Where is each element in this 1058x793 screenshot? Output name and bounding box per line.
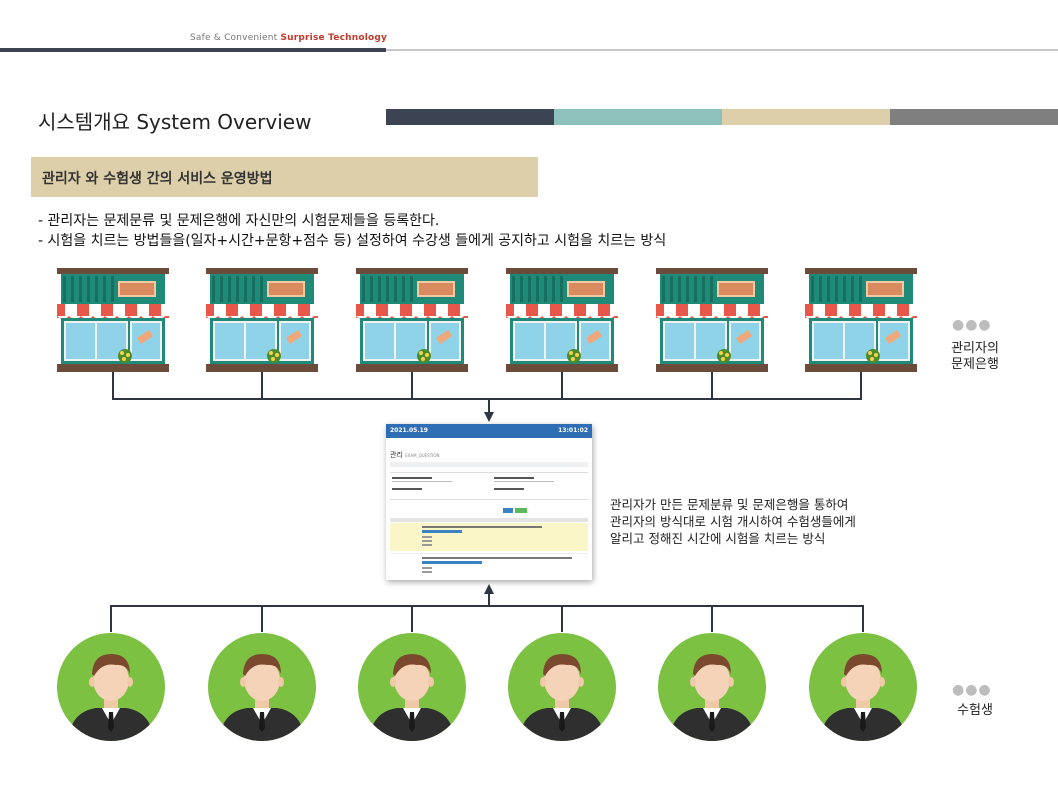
screenshot-breadcrumb xyxy=(390,462,588,467)
more-dots-stores: ●●● xyxy=(952,317,992,333)
screenshot-heading-main: 관리 xyxy=(390,451,403,459)
store-icon xyxy=(656,268,768,373)
screenshot-heading-sub: EXAM_QUESTION xyxy=(405,453,440,458)
screenshot-date: 2021.05.19 xyxy=(390,427,428,434)
description-line-2: 관리자의 방식대로 시험 개시하여 수험생들에게 xyxy=(610,514,856,529)
stores-label: 관리자의 문제은행 xyxy=(940,341,1010,373)
store-icon xyxy=(57,268,169,373)
students-label: 수험생 xyxy=(957,703,993,718)
section-header-box xyxy=(31,157,538,197)
header-rule-dark xyxy=(0,48,386,52)
student-avatar-icon xyxy=(507,632,617,742)
student-avatar-icon xyxy=(357,632,467,742)
screenshot-header: 2021.05.19 13:01:02 xyxy=(386,424,592,438)
section-title: 관리자 와 수험생 간의 서비스 운영방법 xyxy=(42,171,273,187)
store-icon xyxy=(506,268,618,373)
screenshot-table-header xyxy=(390,518,588,522)
more-dots-students: ●●● xyxy=(952,682,992,698)
student-avatar-icon xyxy=(56,632,166,742)
screenshot-time: 13:01:02 xyxy=(558,427,588,434)
screenshot-info-panel xyxy=(390,472,588,500)
screenshot-add-button xyxy=(515,508,527,513)
description-line-1: 관리자가 만든 문제분류 및 문제은행을 통하여 xyxy=(610,497,849,512)
store-icon xyxy=(356,268,468,373)
brand-prefix: Safe & Convenient xyxy=(190,33,278,43)
student-avatar-icon xyxy=(808,632,918,742)
color-bar-4 xyxy=(890,109,1058,125)
color-bar-1 xyxy=(386,109,554,125)
bullet-2: - 시험을 치르는 방법들을(일자+시간+문항+점수 등) 설정하여 수강생 들… xyxy=(38,233,667,249)
screenshot-search-button xyxy=(503,508,513,513)
screenshot-row-highlight xyxy=(390,523,588,551)
description-line-3: 알리고 정해진 시간에 시험을 치르는 방식 xyxy=(610,531,826,546)
color-bar-3 xyxy=(722,109,890,125)
brand-accent: Surprise Technology xyxy=(280,33,388,43)
screenshot-heading: 관리 EXAM_QUESTION xyxy=(390,450,440,460)
store-icon xyxy=(206,268,318,373)
bullet-1: - 관리자는 문제문류 및 문제은행에 자신만의 시험문제들을 등록한다. xyxy=(38,213,440,229)
exam-admin-screenshot: 2021.05.19 13:01:02 관리 EXAM_QUESTION xyxy=(386,424,592,580)
brand-tagline: Safe & Convenient Surprise Technology xyxy=(190,33,387,43)
screenshot-row xyxy=(390,553,588,578)
student-avatar-icon xyxy=(657,632,767,742)
header-rule-light xyxy=(386,49,1058,51)
stores-label-line-2: 문제은행 xyxy=(951,357,999,372)
student-avatar-icon xyxy=(207,632,317,742)
color-bar-2 xyxy=(554,109,722,125)
page-title: 시스템개요 System Overview xyxy=(38,110,312,134)
store-icon xyxy=(805,268,917,373)
stores-label-line-1: 관리자의 xyxy=(951,341,999,356)
